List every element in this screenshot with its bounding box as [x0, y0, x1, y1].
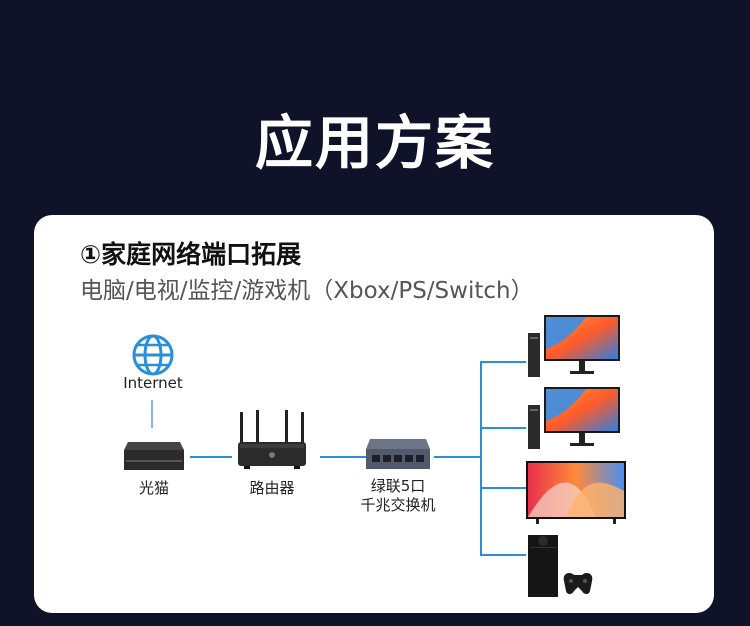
switch-label: 绿联5口 千兆交换机	[348, 477, 448, 515]
switch-trunk-link	[434, 456, 480, 458]
router-device	[238, 410, 306, 469]
globe-icon	[132, 334, 174, 376]
modem-router-link	[190, 456, 232, 458]
link-pc-1	[480, 361, 526, 363]
switch-device	[366, 439, 430, 469]
solution-card: ①家庭网络端口拓展 电脑/电视/监控/游戏机（Xbox/PS/Switch） I…	[34, 215, 714, 613]
link-tv	[480, 487, 526, 489]
internet-modem-link	[151, 400, 153, 428]
switch-label-line2: 千兆交换机	[360, 496, 436, 514]
card-title: ①家庭网络端口拓展	[80, 240, 302, 269]
router-switch-link	[320, 456, 366, 458]
internet-label: Internet	[123, 374, 183, 392]
link-pc-2	[480, 427, 526, 429]
game-console-icon	[528, 535, 593, 597]
desktop-pc-icon-1	[528, 315, 620, 377]
link-console	[480, 554, 526, 556]
modem-label: 光猫	[138, 479, 169, 497]
modem-device	[124, 442, 184, 470]
page-title: 应用方案	[254, 109, 495, 177]
desktop-pc-icon-2	[528, 387, 620, 449]
distribution-bus	[480, 361, 482, 555]
switch-label-line1: 绿联5口	[370, 477, 426, 495]
router-label: 路由器	[249, 479, 295, 497]
smart-tv-icon	[526, 461, 626, 524]
card-subtitle: 电脑/电视/监控/游戏机（Xbox/PS/Switch）	[80, 278, 534, 304]
